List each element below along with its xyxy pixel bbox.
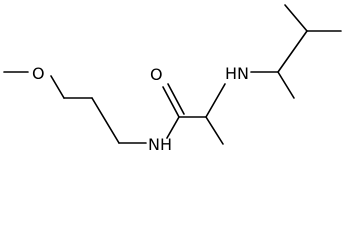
bond-layer bbox=[3, 4, 342, 145]
structure-canvas: O O NH HN bbox=[3, 4, 342, 150]
bond-amide-nitrogen-carbonyl bbox=[166, 116, 180, 139]
amine-nitrogen-label: HN bbox=[225, 64, 249, 83]
atom-label-layer: O O NH HN bbox=[32, 64, 249, 150]
bond-alpha-carbon-amine-nitrogen bbox=[205, 83, 226, 118]
bond-ch-isopropyl bbox=[277, 30, 308, 73]
structure-diagram: O O NH HN bbox=[3, 4, 342, 150]
carbonyl-oxygen-label: O bbox=[150, 65, 163, 84]
bond-ether-oxygen-ch2a bbox=[50, 75, 65, 99]
bond-carbonyl-oxygen-b bbox=[167, 83, 185, 115]
ether-oxygen-label: O bbox=[32, 64, 45, 83]
bond-carbonyl-oxygen-a bbox=[162, 86, 180, 118]
bond-isopropyl-methyl-a bbox=[284, 4, 308, 32]
bond-alpha-carbon-methyl bbox=[205, 116, 224, 145]
bond-ch2b-ch2c bbox=[91, 97, 120, 144]
amide-nitrogen-label: NH bbox=[148, 135, 172, 150]
bond-ch-methyl bbox=[277, 71, 295, 99]
